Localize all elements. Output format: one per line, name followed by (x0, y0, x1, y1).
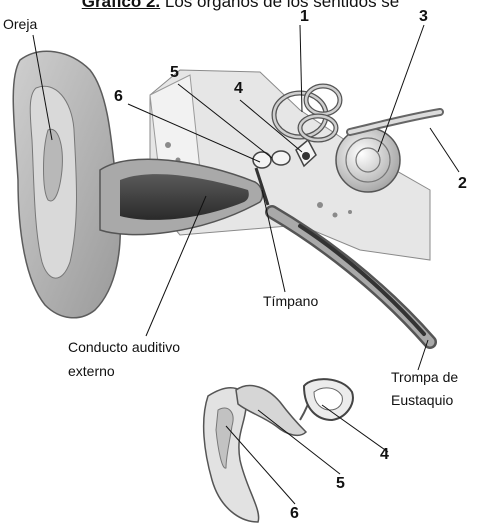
label-number-6: 6 (114, 88, 123, 106)
auditory-nerve (350, 112, 440, 132)
label-conducto-line1: Conducto auditivo (68, 340, 180, 355)
label-number-3: 3 (419, 8, 428, 26)
label-number-5: 5 (170, 64, 179, 82)
label-trompa-line2: Eustaquio (391, 393, 453, 408)
label-number-4: 4 (234, 80, 243, 98)
label-number-1: 1 (300, 8, 309, 26)
ossicles-detail (204, 379, 353, 522)
label-number-2: 2 (458, 175, 467, 193)
label-timpano: Tímpano (263, 294, 318, 309)
cochlea (336, 128, 400, 192)
detail-label-number-5: 5 (336, 475, 345, 493)
label-oreja: Oreja (3, 17, 37, 32)
detail-label-number-6: 6 (290, 505, 299, 523)
detail-label-number-4: 4 (380, 446, 389, 464)
label-trompa-line1: Trompa de (391, 370, 458, 385)
label-conducto-line2: externo (68, 364, 115, 379)
